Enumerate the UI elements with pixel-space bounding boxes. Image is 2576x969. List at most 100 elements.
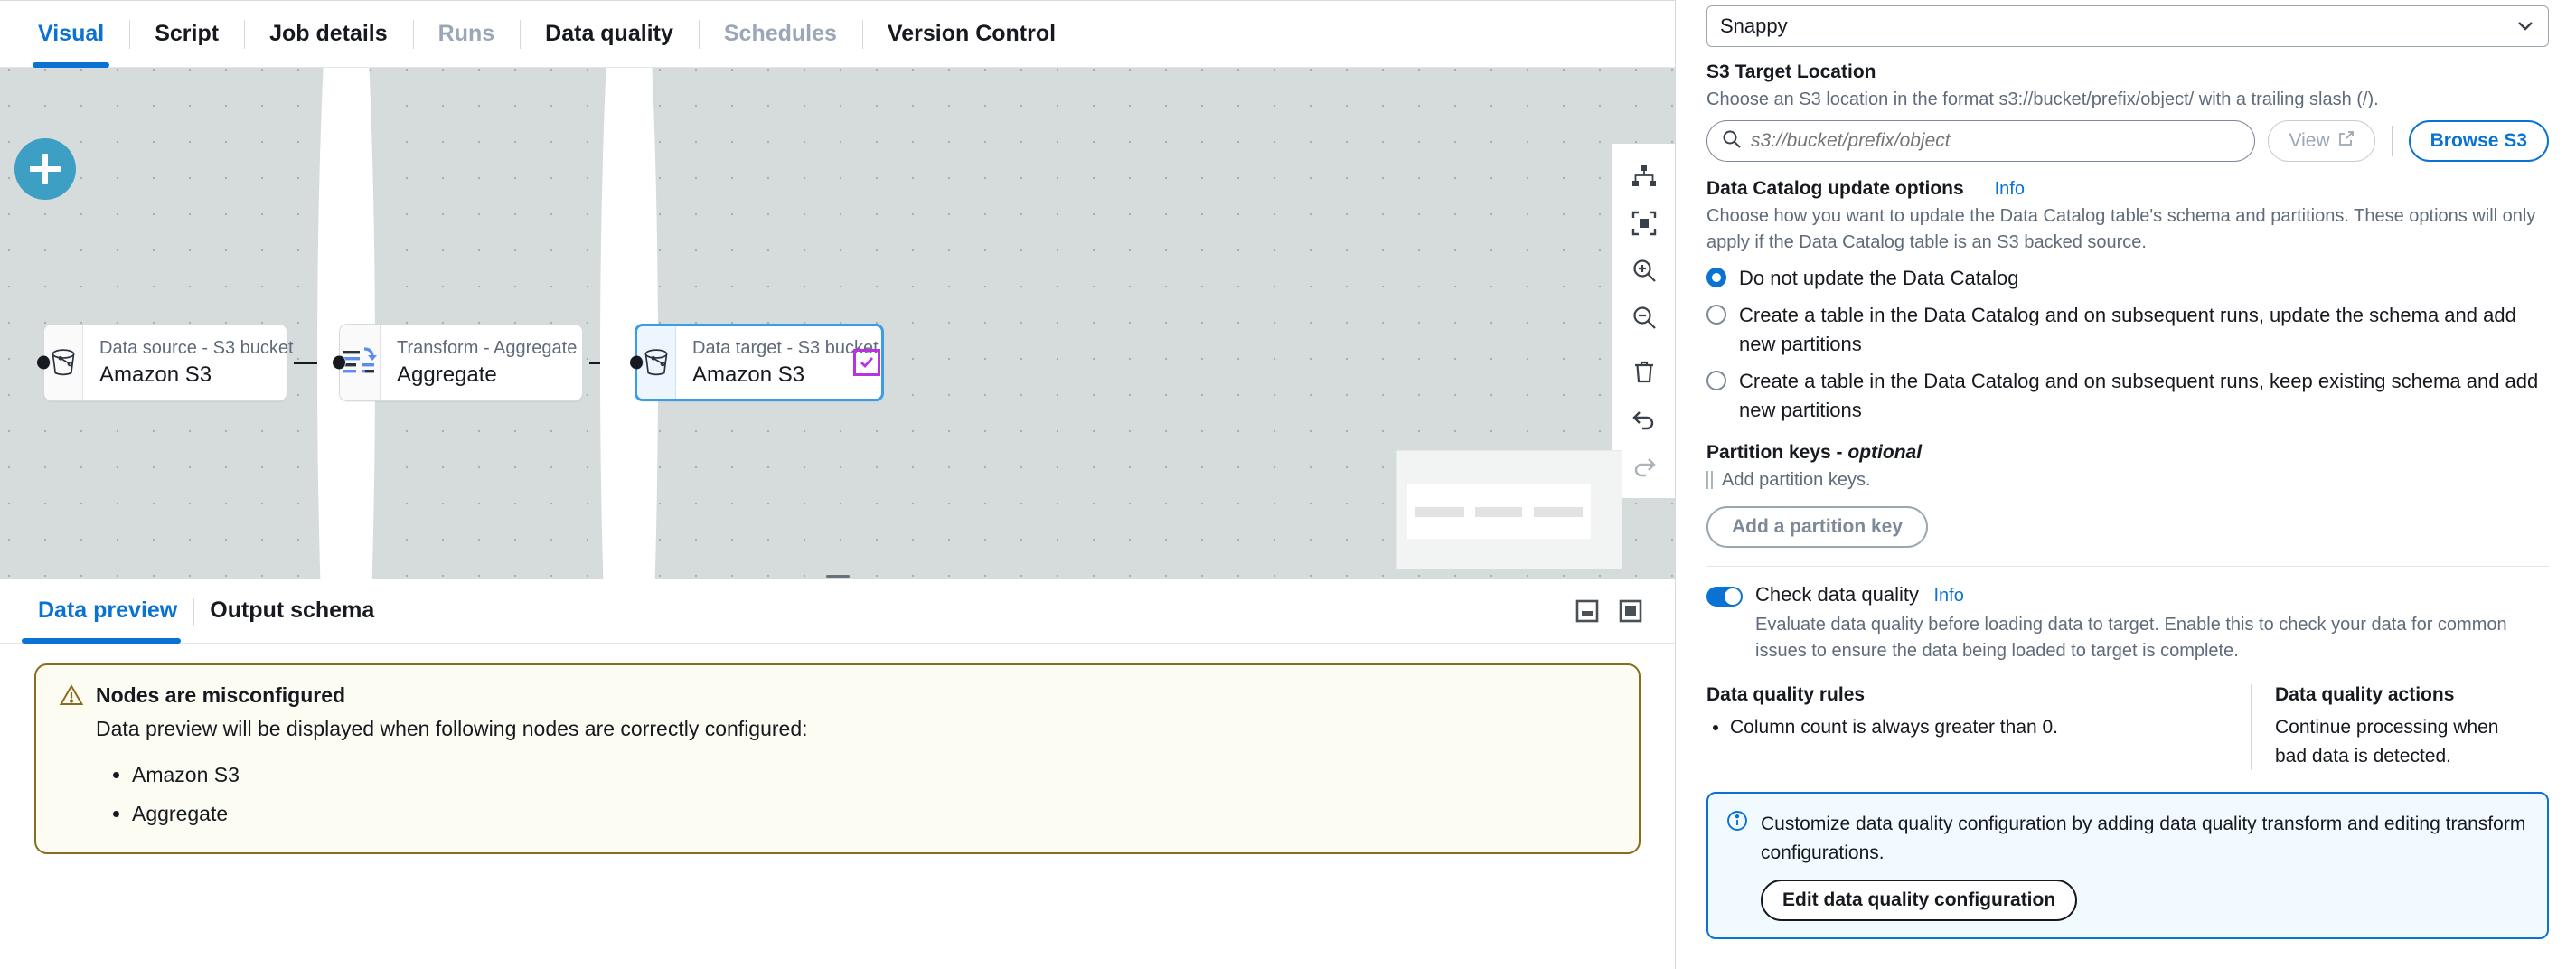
tab-version-control-label: Version Control bbox=[887, 21, 1057, 46]
compression-type-select[interactable]: Snappy bbox=[1706, 5, 2549, 47]
check-data-quality-description: Evaluate data quality before loading dat… bbox=[1755, 615, 2507, 662]
customize-data-quality-infobox: Customize data quality configuration by … bbox=[1706, 792, 2549, 940]
add-partition-key-button[interactable]: Add a partition key bbox=[1706, 506, 1929, 549]
s3-target-location-section: S3 Target Location Choose an S3 location… bbox=[1706, 61, 2549, 162]
aggregate-icon bbox=[340, 325, 381, 400]
node-output-port[interactable] bbox=[600, 68, 659, 579]
minimap-node bbox=[1475, 507, 1522, 517]
check-data-quality-toggle[interactable] bbox=[1706, 587, 1743, 607]
tab-version-control[interactable]: Version Control bbox=[861, 0, 1081, 68]
tab-job-details[interactable]: Job details bbox=[244, 0, 413, 68]
node-output-port[interactable] bbox=[316, 68, 375, 579]
full-view-icon[interactable] bbox=[1619, 599, 1642, 623]
resize-grip-icon bbox=[825, 572, 850, 579]
edit-data-quality-configuration-button[interactable]: Edit data quality configuration bbox=[1761, 880, 2078, 922]
tab-visual[interactable]: Visual bbox=[13, 0, 129, 68]
data-quality-rules-heading: Data quality rules bbox=[1706, 684, 1866, 706]
tab-output-schema[interactable]: Output schema bbox=[193, 579, 390, 644]
canvas-minimap[interactable] bbox=[1396, 450, 1622, 569]
s3-location-input[interactable] bbox=[1751, 130, 2241, 152]
list-item: Column count is always greater than 0. bbox=[1730, 713, 2229, 742]
data-quality-actions-heading: Data quality actions bbox=[2275, 684, 2455, 706]
search-icon bbox=[1722, 129, 1742, 154]
node-subtitle: Data target - S3 bucket bbox=[692, 337, 879, 358]
split-view-icon[interactable] bbox=[1575, 599, 1599, 623]
data-catalog-label: Data Catalog update options bbox=[1706, 178, 1964, 199]
compression-type-value: Snappy bbox=[1720, 14, 1788, 37]
warning-icon bbox=[59, 683, 84, 834]
radio-icon[interactable] bbox=[1706, 268, 1726, 287]
undo-icon[interactable] bbox=[1621, 395, 1668, 442]
tab-data-preview[interactable]: Data preview bbox=[22, 579, 193, 644]
data-catalog-heading-row: Data Catalog update options Info bbox=[1706, 178, 2549, 200]
node-input-port[interactable] bbox=[630, 355, 644, 370]
data-quality-info-link[interactable]: Info bbox=[1933, 586, 1964, 607]
tab-script-label: Script bbox=[155, 21, 220, 46]
tab-job-details-label: Job details bbox=[269, 21, 388, 46]
node-properties-panel: Snappy S3 Target Location Choose an S3 l… bbox=[1676, 0, 2576, 969]
data-catalog-update-options-section: Data Catalog update options Info Choose … bbox=[1706, 178, 2549, 424]
zoom-in-icon[interactable] bbox=[1621, 247, 1668, 294]
plus-icon bbox=[30, 154, 61, 184]
tab-data-quality[interactable]: Data quality bbox=[520, 0, 699, 68]
node-title: Aggregate bbox=[397, 362, 497, 387]
radio-option-create-keep-schema[interactable]: Create a table in the Data Catalog and o… bbox=[1706, 367, 2549, 425]
panel-resize-handle[interactable] bbox=[0, 564, 1675, 579]
infobox-text: Customize data quality configuration by … bbox=[1761, 814, 2526, 863]
node-input-port[interactable] bbox=[37, 355, 51, 370]
infobox-body: Customize data quality configuration by … bbox=[1761, 810, 2529, 922]
edit-data-quality-configuration-label: Edit data quality configuration bbox=[1782, 889, 2056, 911]
tab-schedules-label: Schedules bbox=[723, 21, 837, 46]
tab-visual-label: Visual bbox=[38, 21, 105, 46]
visual-canvas[interactable]: Data source - S3 bucket Amazon S3 bbox=[0, 68, 1675, 579]
radio-icon[interactable] bbox=[1706, 370, 1726, 390]
preview-tabbar: Data preview Output schema bbox=[0, 579, 1675, 644]
check-data-quality-toggle-row[interactable]: Check data quality Info bbox=[1706, 583, 2549, 607]
drag-handle-icon bbox=[1706, 471, 1713, 490]
add-node-button[interactable] bbox=[14, 138, 76, 200]
radio-icon[interactable] bbox=[1706, 304, 1726, 325]
left-region: Visual Script Job details Runs Data qual… bbox=[0, 0, 1676, 969]
data-quality-rules-column: Data quality rules Column count is alway… bbox=[1706, 684, 2251, 770]
data-quality-columns: Data quality rules Column count is alway… bbox=[1706, 684, 2549, 771]
check-data-quality-label: Check data quality bbox=[1755, 583, 1919, 607]
toggle-knob bbox=[1725, 588, 1741, 606]
node-input-port[interactable] bbox=[333, 355, 346, 370]
s3-location-input-wrapper[interactable] bbox=[1706, 120, 2256, 162]
node-data-target-s3[interactable]: Data target - S3 bucket Amazon S3 bbox=[630, 324, 884, 401]
data-quality-actions-text: Continue processing when bad data is det… bbox=[2275, 717, 2499, 767]
redo-icon bbox=[1621, 442, 1668, 489]
s3-target-location-row: View Browse S3 bbox=[1706, 120, 2549, 162]
browse-s3-button[interactable]: Browse S3 bbox=[2408, 120, 2549, 162]
s3-bucket-icon bbox=[637, 326, 676, 399]
tab-script[interactable]: Script bbox=[129, 0, 244, 68]
delete-icon[interactable] bbox=[1621, 348, 1668, 395]
radio-option-do-not-update[interactable]: Do not update the Data Catalog bbox=[1706, 264, 2549, 293]
fit-to-screen-icon[interactable] bbox=[1621, 200, 1668, 247]
add-partition-key-label: Add a partition key bbox=[1732, 516, 1904, 538]
alert-body: Nodes are misconfigured Data preview wil… bbox=[96, 683, 1615, 834]
list-item: Aggregate bbox=[132, 795, 1615, 834]
radio-label: Create a table in the Data Catalog and o… bbox=[1739, 303, 2516, 355]
minimap-viewport bbox=[1407, 484, 1591, 539]
node-transform-aggregate[interactable]: Transform - Aggregate Aggregate bbox=[333, 68, 659, 579]
alert-text: Data preview will be displayed when foll… bbox=[96, 717, 808, 740]
list-item: Amazon S3 bbox=[132, 756, 1615, 795]
node-data-source-s3[interactable]: Data source - S3 bucket Amazon S3 bbox=[37, 68, 375, 579]
toggle-heading: Check data quality Info bbox=[1755, 583, 1964, 607]
node-title: Amazon S3 bbox=[692, 362, 805, 387]
data-catalog-info-link[interactable]: Info bbox=[1994, 179, 2025, 199]
node-subtitle: Data source - S3 bucket bbox=[99, 337, 294, 358]
check-data-quality-section: Check data quality Info Evaluate data qu… bbox=[1706, 583, 2549, 940]
tab-runs: Runs bbox=[412, 0, 521, 68]
partition-keys-label: Partition keys - bbox=[1706, 442, 1848, 464]
data-quality-check-badge bbox=[852, 349, 880, 376]
compression-type-section: Snappy bbox=[1706, 5, 2549, 47]
zoom-out-icon[interactable] bbox=[1621, 294, 1668, 341]
nodes-misconfigured-alert: Nodes are misconfigured Data preview wil… bbox=[34, 663, 1641, 854]
divider bbox=[2391, 126, 2393, 156]
node-subtitle: Transform - Aggregate bbox=[397, 337, 578, 358]
auto-layout-icon[interactable] bbox=[1621, 153, 1668, 200]
radio-option-create-update-schema[interactable]: Create a table in the Data Catalog and o… bbox=[1706, 301, 2549, 359]
section-divider bbox=[1706, 566, 2549, 568]
